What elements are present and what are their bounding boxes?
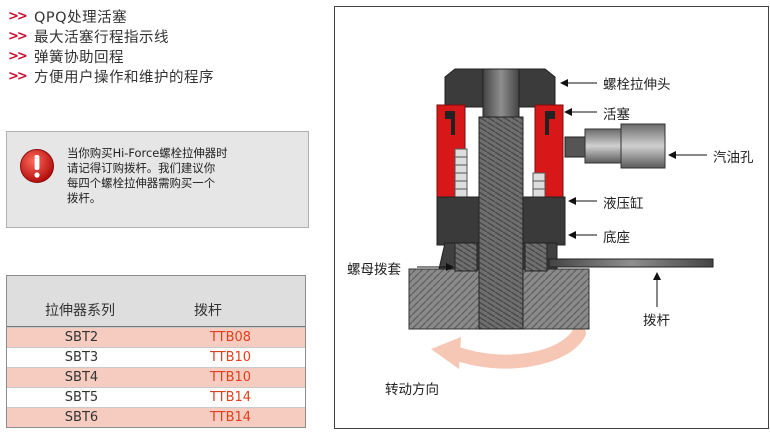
cell-tommy-bar: TTB14 (209, 390, 252, 405)
cell-series: SBT6 (64, 410, 99, 425)
double-chevron-icon: >> (8, 28, 28, 44)
table-row: SBT4 TTB10 (7, 367, 305, 387)
double-chevron-icon: >> (8, 68, 28, 84)
notice-box: 当你购买Hi-Force螺栓拉伸器时 请记得订购拨杆。我们建议你 每四个螺栓拉伸… (6, 131, 309, 228)
cell-tommy-bar: TTB14 (209, 410, 252, 425)
table-row: SBT2 TTB08 (7, 327, 305, 347)
cell-series: SBT2 (64, 330, 99, 345)
tommy-bar-table: 拉伸器系列 拨杆 SBT2 TTB08 SBT3 TTB10 SBT4 TTB1… (6, 275, 306, 428)
feature-item: >> 弹簧协助回程 (8, 46, 318, 66)
exclamation-icon (20, 149, 54, 183)
cell-series: SBT5 (64, 390, 99, 405)
rotation-arrow-icon (448, 326, 586, 369)
feature-item: >> 最大活塞行程指示线 (8, 26, 318, 46)
cell-tommy-bar: TTB08 (209, 330, 252, 345)
label-tensioner-head: 螺栓拉伸头 (603, 77, 671, 93)
feature-text: QPQ处理活塞 (34, 9, 128, 26)
notice-line: 每四个螺栓拉伸器需购买一个 (67, 176, 216, 190)
column-header-tommy-bar: 拨杆 (194, 303, 222, 319)
bolt-tensioner-diagram: 螺栓拉伸头 活塞 汽油孔 液压缸 底座 螺母拨套 拨杆 转动方向 (334, 6, 769, 429)
notice-line: 拨杆。 (67, 191, 102, 205)
table-header: 拉伸器系列 拨杆 (7, 276, 305, 327)
feature-text: 方便用户操作和维护的程序 (34, 69, 214, 86)
table-row: SBT6 TTB14 (7, 407, 305, 427)
label-oil-port: 汽油孔 (713, 150, 754, 166)
cell-tommy-bar: TTB10 (209, 370, 252, 385)
label-nut-socket: 螺母拨套 (347, 262, 401, 278)
cell-series: SBT3 (64, 350, 99, 365)
feature-list: >> QPQ处理活塞 >> 最大活塞行程指示线 >> 弹簧协助回程 >> 方便用… (8, 6, 318, 86)
cell-series: SBT4 (64, 370, 99, 385)
feature-text: 最大活塞行程指示线 (34, 29, 169, 46)
label-tommy-bar: 拨杆 (643, 313, 670, 329)
double-chevron-icon: >> (8, 8, 28, 24)
feature-text: 弹簧协助回程 (34, 49, 124, 66)
label-piston: 活塞 (603, 107, 630, 123)
table-row: SBT5 TTB14 (7, 387, 305, 407)
label-rotation-direction: 转动方向 (385, 382, 439, 398)
cell-tommy-bar: TTB10 (209, 350, 252, 365)
column-header-series: 拉伸器系列 (45, 303, 115, 319)
double-chevron-icon: >> (8, 48, 28, 64)
feature-item: >> 方便用户操作和维护的程序 (8, 66, 318, 86)
table-row: SBT3 TTB10 (7, 347, 305, 367)
feature-item: >> QPQ处理活塞 (8, 6, 318, 26)
notice-line: 当你购买Hi-Force螺栓拉伸器时 (67, 146, 228, 160)
notice-text: 当你购买Hi-Force螺栓拉伸器时 请记得订购拨杆。我们建议你 每四个螺栓拉伸… (67, 146, 303, 206)
tensioner-cross-section (408, 68, 714, 369)
notice-line: 请记得订购拨杆。我们建议你 (67, 161, 216, 175)
label-base: 底座 (603, 230, 630, 246)
label-hydraulic-cylinder: 液压缸 (603, 196, 644, 212)
